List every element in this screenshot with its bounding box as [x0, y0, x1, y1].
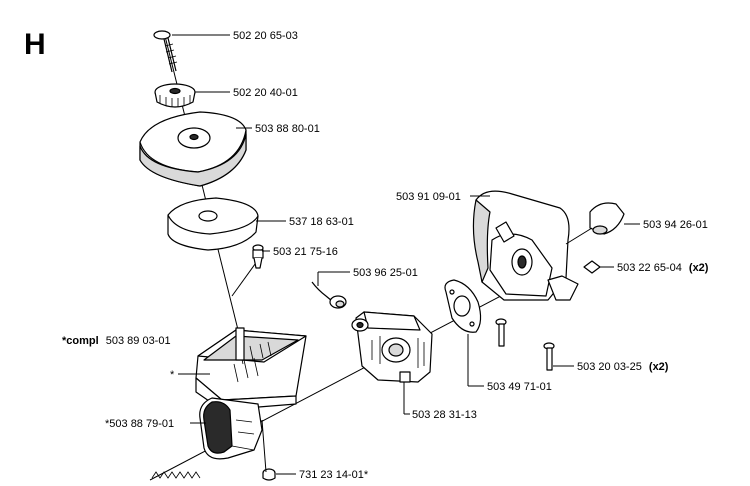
- spring-part: [151, 471, 201, 479]
- sleeve-part: [589, 202, 625, 235]
- gasket-part: [444, 279, 482, 333]
- leader-p15b: [565, 227, 593, 245]
- label-p3: 503 88 80-01: [255, 123, 320, 135]
- knob-nut-part: [154, 83, 196, 108]
- carburetor-part: [351, 311, 433, 383]
- label-p15: 503 94 26-01: [643, 219, 708, 231]
- small-screw-part: [252, 244, 264, 269]
- air-box-part: [195, 327, 307, 411]
- nut-part: [262, 468, 276, 481]
- label-p2: 502 20 40-01: [233, 87, 298, 99]
- bellows-part: [199, 397, 263, 460]
- bolt-part-a: [495, 318, 507, 347]
- label-p13-qty: (x2): [649, 361, 669, 373]
- section-letter: H: [24, 28, 46, 61]
- leader-p10: [261, 419, 267, 473]
- label-p5: 503 21 75-16: [273, 246, 338, 258]
- label-p12: 503 49 71-01: [487, 381, 552, 393]
- label-p9: *503 88 79-01: [105, 418, 174, 430]
- axis-line-screw: [231, 259, 259, 297]
- label-p13-number: 503 20 03-25: [577, 361, 642, 373]
- filter-element-part: [167, 197, 259, 251]
- label-p7-number: 503 89 03-01: [106, 335, 171, 347]
- bolt-part-b: [543, 342, 555, 371]
- fuel-hose-part: [311, 281, 347, 309]
- label-p11: 503 28 31-13: [412, 409, 477, 421]
- label-p6: 503 96 25-01: [353, 267, 418, 279]
- intake-housing-part: [472, 190, 579, 301]
- filter-cover-part: [139, 111, 247, 187]
- label-p1: 502 20 65-03: [233, 30, 298, 42]
- label-p10: 731 23 14-01*: [299, 469, 369, 481]
- label-p4: 537 18 63-01: [289, 216, 354, 228]
- label-p14: 503 22 65-04 (x2): [617, 262, 709, 274]
- label-p7-prefix: *compl: [62, 335, 99, 347]
- label-p8: *: [170, 369, 175, 381]
- label-p7: *compl 503 89 03-01: [62, 335, 171, 347]
- label-p14-number: 503 22 65-04: [617, 262, 682, 274]
- screw-part: [153, 30, 178, 73]
- label-p14-qty: (x2): [689, 262, 709, 274]
- label-p13: 503 20 03-25 (x2): [577, 361, 669, 373]
- label-p16: 503 91 09-01: [396, 191, 461, 203]
- washer-part: [583, 260, 601, 274]
